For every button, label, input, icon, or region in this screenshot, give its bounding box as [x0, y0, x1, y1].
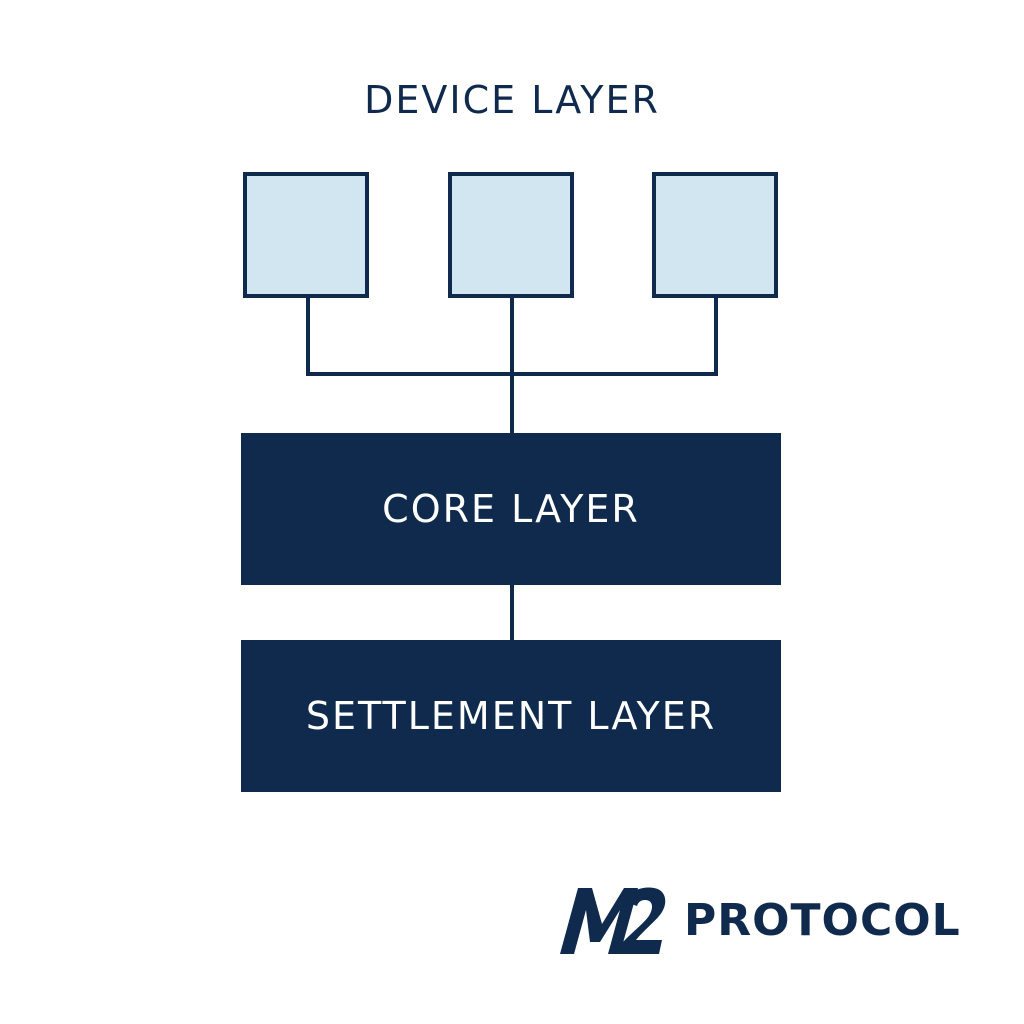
device-layer-title: DEVICE LAYER — [364, 78, 660, 122]
settlement-layer-label: SETTLEMENT LAYER — [305, 694, 717, 738]
core-layer-label: CORE LAYER — [382, 487, 640, 531]
connector-core-to-settlement — [510, 585, 514, 641]
settlement-layer-box: SETTLEMENT LAYER — [241, 640, 781, 792]
connector-device-1 — [306, 298, 310, 376]
brand-logo: PROTOCOL — [558, 880, 961, 960]
connector-bus-to-core — [510, 372, 514, 434]
device-node-2 — [448, 172, 574, 298]
m2-logo-icon — [560, 887, 666, 954]
device-node-3 — [652, 172, 778, 298]
connector-device-2 — [510, 298, 514, 376]
connector-device-3 — [714, 298, 718, 376]
device-node-1 — [243, 172, 369, 298]
core-layer-box: CORE LAYER — [241, 433, 781, 585]
protocol-wordmark: PROTOCOL — [684, 894, 961, 946]
